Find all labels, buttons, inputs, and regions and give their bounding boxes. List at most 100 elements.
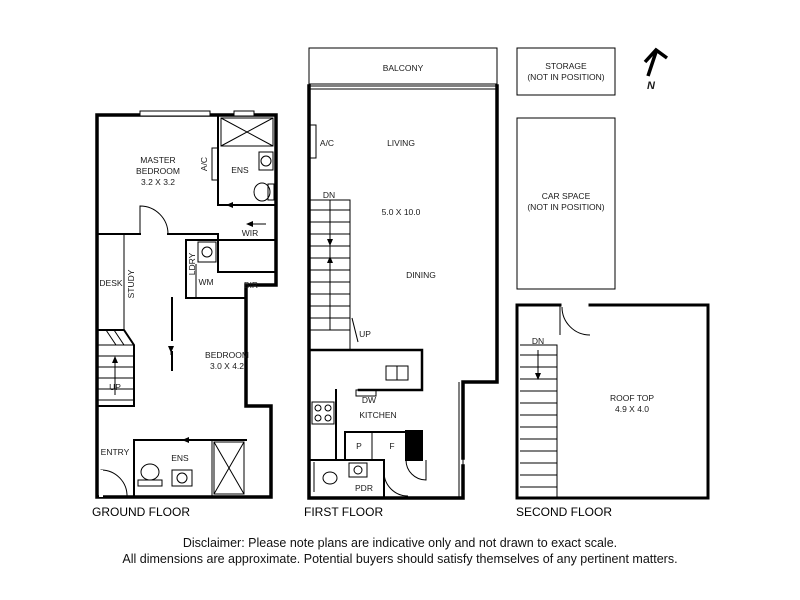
north-arrow-icon (646, 51, 658, 77)
first-up-label: UP (359, 329, 371, 339)
compass: N (643, 47, 669, 92)
wm-label: WM (198, 277, 213, 287)
second-floor-title: SECOND FLOOR (516, 505, 612, 519)
wall (217, 114, 277, 206)
dw-label: DW (362, 395, 376, 405)
first-ac-label: A/C (320, 138, 334, 148)
stair-outline (520, 344, 558, 498)
arrow-head (168, 346, 174, 353)
roof-outer-wall (515, 303, 710, 500)
storage-note: (NOT IN POSITION) (527, 72, 604, 82)
burner (324, 414, 332, 422)
car-space-label: CAR SPACE (542, 191, 591, 201)
arrow-head (112, 356, 118, 363)
ac-unit (211, 147, 218, 181)
master-bedroom-dims: 3.2 X 3.2 (141, 177, 175, 187)
wall (185, 239, 247, 299)
ens-upper-label: ENS (231, 165, 249, 175)
arrow-head (226, 202, 233, 208)
roof-top-dims: 4.9 X 4.0 (615, 404, 649, 414)
burner (314, 404, 322, 412)
storage-label: STORAGE (545, 61, 587, 71)
toilet (322, 471, 338, 485)
basin-bowl (260, 155, 272, 167)
entry-label: ENTRY (101, 447, 130, 457)
car-space-box (516, 117, 616, 290)
north-arrow-head (643, 47, 669, 64)
second-floor-plan (515, 47, 710, 500)
basin (348, 462, 368, 478)
ground-up-label: UP (109, 382, 121, 392)
balcony-label: BALCONY (383, 63, 424, 73)
arrow-head (327, 239, 333, 246)
burner (314, 414, 322, 422)
wall (167, 233, 219, 241)
dishwasher (355, 389, 377, 397)
shower-cross (213, 441, 245, 495)
arrow-head (182, 437, 189, 443)
door-swing (383, 471, 409, 497)
roof-top-label: ROOF TOP (610, 393, 654, 403)
toilet-cistern (267, 183, 275, 201)
kitchen-wall (307, 348, 424, 392)
cooktop (311, 401, 335, 425)
room-labels: MASTER BEDROOM 3.2 X 3.2 A/C ENS WIR LDR… (99, 61, 654, 493)
living-label: LIVING (387, 138, 415, 148)
disclaimer-line-1: Disclaimer: Please note plans are indica… (182, 536, 618, 550)
bir-label: BIR (244, 280, 258, 290)
ens-lower-label: ENS (171, 453, 189, 463)
shower (220, 117, 274, 147)
pdr-label: PDR (355, 483, 373, 493)
first-dn-label: DN (323, 190, 335, 200)
door-swing (561, 306, 591, 336)
ground-floor-title: GROUND FLOOR (92, 505, 190, 519)
burner (324, 404, 332, 412)
wall (133, 439, 247, 498)
master-bedroom-label: MASTER (140, 155, 175, 165)
window (139, 110, 211, 117)
dining-label: DINING (406, 270, 436, 280)
bedroom-dims: 3.0 X 4.2 (210, 361, 244, 371)
fridge-label: F (389, 441, 394, 451)
stair-edge (351, 317, 359, 343)
arrow-head (535, 373, 541, 380)
shower-cross (220, 117, 274, 147)
disclaimer-line-2: All dimensions are approximate. Potentia… (122, 552, 678, 566)
fridge-block (405, 430, 423, 461)
desk-label: DESK (99, 278, 122, 288)
study-label: STUDY (126, 269, 136, 298)
arrow-head (246, 221, 253, 227)
basin (171, 469, 193, 487)
door-swing (139, 205, 169, 235)
basin (258, 151, 274, 171)
laundry-tub (197, 241, 217, 263)
arrow-head (327, 256, 333, 263)
compass-label: N (647, 80, 656, 92)
pdr-wall (308, 459, 385, 499)
toilet-cistern (137, 479, 163, 487)
balcony-outline (308, 47, 498, 87)
toilet (253, 182, 271, 202)
car-space-note: (NOT IN POSITION) (527, 202, 604, 212)
storage-box (516, 47, 616, 96)
bedroom-label: BEDROOM (205, 350, 249, 360)
master-bedroom-label-2: BEDROOM (136, 166, 180, 176)
wir-label: WIR (242, 228, 259, 238)
basin-bowl (353, 465, 363, 475)
ldry-label: LDRY (187, 252, 197, 275)
first-floor-title: FIRST FLOOR (304, 505, 383, 519)
tub-bowl (201, 246, 213, 258)
first-floor-plan (307, 47, 499, 500)
shower (213, 441, 245, 495)
wall (185, 239, 277, 273)
toilet (140, 463, 160, 481)
window (233, 110, 255, 117)
basin-bowl (176, 472, 188, 484)
doorway (99, 470, 103, 497)
ground-ac-label: A/C (199, 157, 209, 171)
pantry-label: P (356, 441, 362, 451)
ac-unit (309, 124, 317, 159)
ground-floor-plan (95, 110, 278, 499)
second-dn-label: DN (532, 336, 544, 346)
